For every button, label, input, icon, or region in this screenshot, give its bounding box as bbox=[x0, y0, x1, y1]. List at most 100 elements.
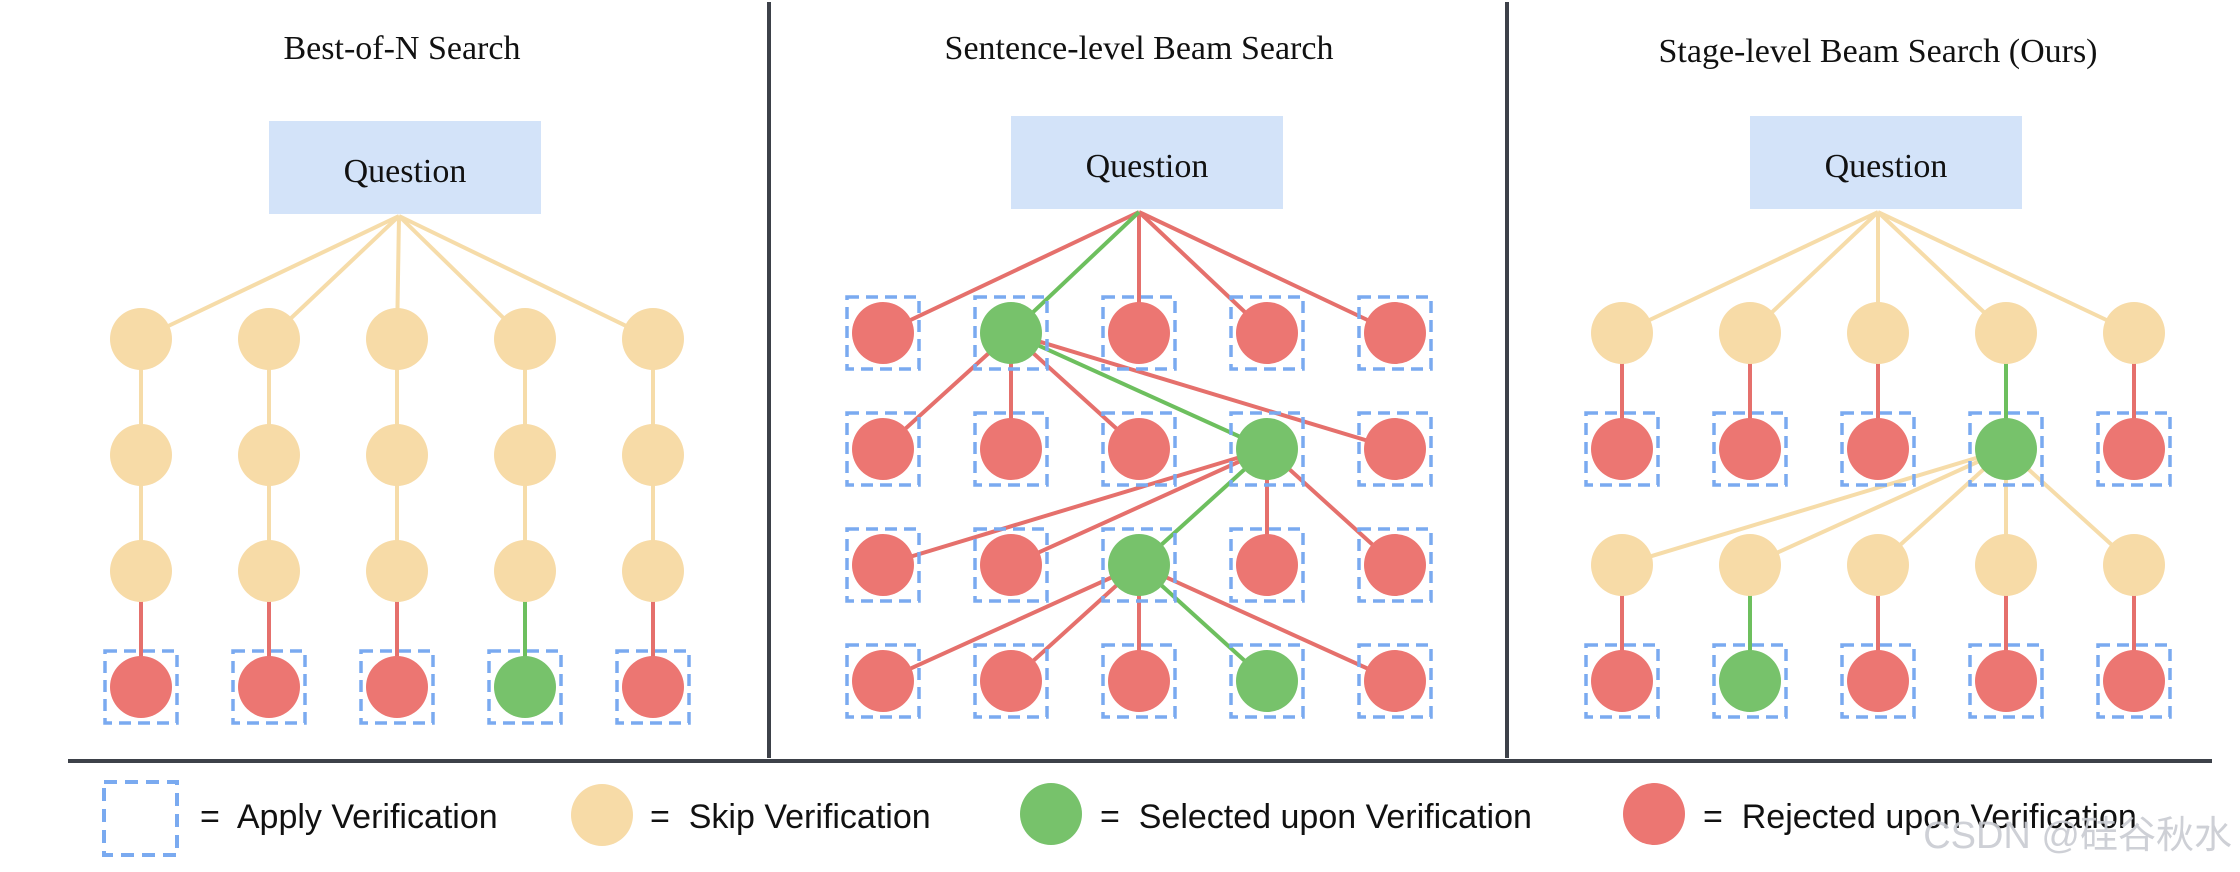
node-skip bbox=[238, 540, 300, 602]
verify-box bbox=[1101, 643, 1177, 719]
node-rejected bbox=[1108, 650, 1170, 712]
verify-box bbox=[1101, 411, 1177, 487]
legend-label: = Apply Verification bbox=[200, 798, 498, 836]
node-rejected bbox=[1591, 418, 1653, 480]
legend-label: = Skip Verification bbox=[650, 798, 931, 836]
node-rejected bbox=[852, 534, 914, 596]
nodes-layer bbox=[110, 308, 684, 718]
node-rejected bbox=[1847, 418, 1909, 480]
edge-skip bbox=[1749, 447, 2007, 567]
verify-box-icon bbox=[102, 780, 179, 857]
node-rejected bbox=[1364, 418, 1426, 480]
question-label: Question bbox=[1825, 148, 1948, 185]
node-selected bbox=[1236, 418, 1298, 480]
panel-title: Sentence-level Beam Search bbox=[945, 30, 1334, 67]
node-rejected bbox=[110, 656, 172, 718]
legend-item-rejected-verification: = Rejected upon Verification bbox=[1623, 783, 2137, 845]
verify-box bbox=[973, 295, 1049, 371]
question-box bbox=[1011, 116, 1283, 209]
verify-box bbox=[1584, 643, 1660, 719]
verify-box bbox=[1840, 643, 1916, 719]
node-rejected bbox=[1236, 534, 1298, 596]
verify-box bbox=[1968, 643, 2044, 719]
verify-box bbox=[1357, 643, 1433, 719]
question-box bbox=[1750, 116, 2022, 209]
verify-box bbox=[1357, 411, 1433, 487]
question-label: Question bbox=[344, 153, 467, 190]
verify-box bbox=[1712, 411, 1788, 487]
node-skip bbox=[238, 424, 300, 486]
node-rejected bbox=[366, 656, 428, 718]
node-rejected bbox=[980, 418, 1042, 480]
node-rejected bbox=[1108, 302, 1170, 364]
node-selected bbox=[980, 302, 1042, 364]
verify-box bbox=[231, 649, 307, 725]
node-skip bbox=[110, 424, 172, 486]
panel-title: Best-of-N Search bbox=[284, 30, 521, 67]
verify-box bbox=[973, 527, 1049, 603]
question-box bbox=[269, 121, 541, 214]
node-skip bbox=[494, 424, 556, 486]
node-skip bbox=[622, 540, 684, 602]
verify-box bbox=[1840, 411, 1916, 487]
node-skip bbox=[110, 308, 172, 370]
verify-box bbox=[973, 643, 1049, 719]
edge-rejected bbox=[882, 210, 1140, 335]
verify-box bbox=[845, 643, 921, 719]
legend-item-selected-verification: = Selected upon Verification bbox=[1020, 783, 1532, 845]
node-skip bbox=[2103, 534, 2165, 596]
edge-selected bbox=[1010, 331, 1268, 451]
rejected-node-icon bbox=[1623, 783, 1685, 845]
selected-node-icon bbox=[1020, 783, 1082, 845]
verify-box bbox=[2096, 643, 2172, 719]
node-skip bbox=[1719, 302, 1781, 364]
verify-box bbox=[1229, 527, 1305, 603]
question-label: Question bbox=[1086, 148, 1209, 185]
node-rejected bbox=[1108, 418, 1170, 480]
node-skip bbox=[622, 424, 684, 486]
node-skip bbox=[1591, 302, 1653, 364]
verify-box bbox=[1229, 411, 1305, 487]
node-skip bbox=[1591, 534, 1653, 596]
panel-best-of-n: Best-of-N Search Question bbox=[103, 30, 691, 725]
verify-box bbox=[1101, 527, 1177, 603]
panel-title: Stage-level Beam Search (Ours) bbox=[1659, 33, 2098, 70]
node-skip bbox=[1719, 534, 1781, 596]
node-rejected bbox=[1364, 650, 1426, 712]
node-skip bbox=[494, 540, 556, 602]
nodes-layer bbox=[1591, 302, 2165, 712]
node-skip bbox=[2103, 302, 2165, 364]
legend-label: = Selected upon Verification bbox=[1100, 798, 1532, 836]
edge-skip bbox=[398, 214, 654, 341]
verify-box bbox=[487, 649, 563, 725]
node-rejected bbox=[852, 302, 914, 364]
panel-sentence-level-beam-search: Sentence-level Beam Search Question bbox=[845, 30, 1433, 719]
verify-box bbox=[2096, 411, 2172, 487]
node-skip bbox=[1975, 534, 2037, 596]
edge-skip bbox=[1877, 210, 2135, 335]
skip-node-icon bbox=[571, 784, 633, 846]
node-rejected bbox=[980, 534, 1042, 596]
legend-label: = Rejected upon Verification bbox=[1703, 798, 2137, 836]
verify-box bbox=[1229, 295, 1305, 371]
node-rejected bbox=[1719, 418, 1781, 480]
verify-box bbox=[845, 411, 921, 487]
node-rejected bbox=[2103, 650, 2165, 712]
legend-item-skip-verification: = Skip Verification bbox=[571, 784, 931, 846]
node-skip bbox=[366, 424, 428, 486]
edge-rejected bbox=[1138, 210, 1396, 335]
verify-box bbox=[973, 411, 1049, 487]
verify-box bbox=[1357, 295, 1433, 371]
verify-box bbox=[615, 649, 691, 725]
legend: = Apply Verification = Skip Verification… bbox=[102, 780, 2137, 857]
verify-box bbox=[1584, 411, 1660, 487]
node-skip bbox=[366, 308, 428, 370]
node-selected bbox=[1236, 650, 1298, 712]
node-selected bbox=[1108, 534, 1170, 596]
verify-box bbox=[1229, 643, 1305, 719]
node-rejected bbox=[1847, 650, 1909, 712]
node-selected bbox=[1719, 650, 1781, 712]
node-rejected bbox=[1236, 302, 1298, 364]
node-rejected bbox=[2103, 418, 2165, 480]
